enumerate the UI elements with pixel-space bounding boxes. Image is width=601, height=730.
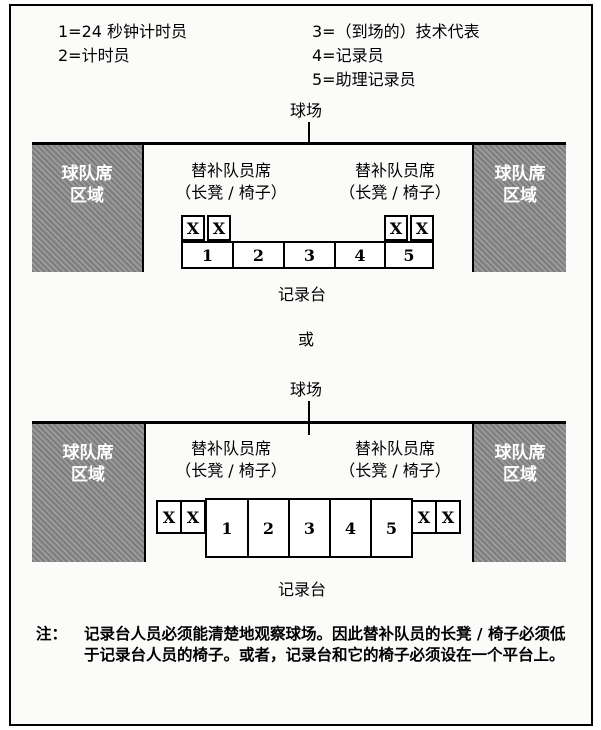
substitute-bench-right: 替补队员席 （长凳 / 椅子）	[339, 439, 451, 480]
substitute-seat-x: X	[156, 500, 182, 534]
legend-item-4: 4=记录员	[312, 46, 384, 65]
scorer-table-label: 记录台	[278, 285, 327, 304]
sideline	[32, 421, 566, 424]
substitute-bench-left: 替补队员席 （长凳 / 椅子）	[175, 161, 287, 202]
team-bench-area-right: 球队席 区域	[474, 424, 566, 562]
or-label: 或	[298, 330, 315, 349]
note: 注： 记录台人员必须能清楚地观察球场。因此替补队员的长凳 / 椅子必须低于记录台…	[36, 624, 576, 666]
legend-item-2: 2=计时员	[58, 46, 130, 65]
table-seat-1: 1	[181, 241, 234, 269]
center-line-mark	[308, 401, 310, 435]
table-seat-4: 4	[329, 498, 372, 558]
table-seat-3: 3	[283, 241, 336, 269]
team-bench-area-left: 球队席 区域	[32, 145, 142, 272]
legend-item-1: 1=24 秒钟计时员	[58, 22, 188, 41]
table-seat-3: 3	[288, 498, 331, 558]
team-bench-area-left: 球队席 区域	[32, 424, 144, 562]
team-area-divider-right	[472, 145, 474, 272]
table-seat-4: 4	[334, 241, 386, 269]
substitute-seat-x: X	[410, 215, 434, 241]
scorer-table-label: 记录台	[278, 580, 327, 599]
substitute-seat-x: X	[181, 215, 205, 241]
substitute-bench-right: 替补队员席 （长凳 / 椅子）	[339, 161, 451, 202]
team-area-divider-left	[144, 424, 146, 562]
center-line-mark	[308, 122, 310, 144]
substitute-bench-left: 替补队员席 （长凳 / 椅子）	[175, 439, 287, 480]
court-label: 球场	[290, 380, 323, 399]
substitute-seat-x: X	[207, 215, 231, 241]
table-seat-2: 2	[247, 498, 290, 558]
table-seat-5: 5	[370, 498, 413, 558]
substitute-seat-x: X	[435, 500, 461, 534]
team-area-divider-right	[472, 424, 474, 562]
substitute-seat-x: X	[180, 500, 206, 534]
table-seat-2: 2	[232, 241, 285, 269]
sideline	[32, 142, 566, 145]
note-label: 注：	[36, 625, 68, 643]
team-bench-area-right: 球队席 区域	[474, 145, 566, 272]
team-area-divider-left	[142, 145, 144, 272]
court-label: 球场	[290, 101, 323, 120]
legend-item-3: 3=（到场的）技术代表	[312, 22, 480, 41]
table-seat-5: 5	[384, 241, 434, 269]
substitute-seat-x: X	[411, 500, 437, 534]
note-text: 记录台人员必须能清楚地观察球场。因此替补队员的长凳 / 椅子必须低于记录台人员的…	[84, 625, 566, 664]
substitute-seat-x: X	[384, 215, 408, 241]
legend-item-5: 5=助理记录员	[312, 70, 416, 89]
table-seat-1: 1	[205, 498, 249, 558]
diagram-frame	[9, 4, 593, 726]
